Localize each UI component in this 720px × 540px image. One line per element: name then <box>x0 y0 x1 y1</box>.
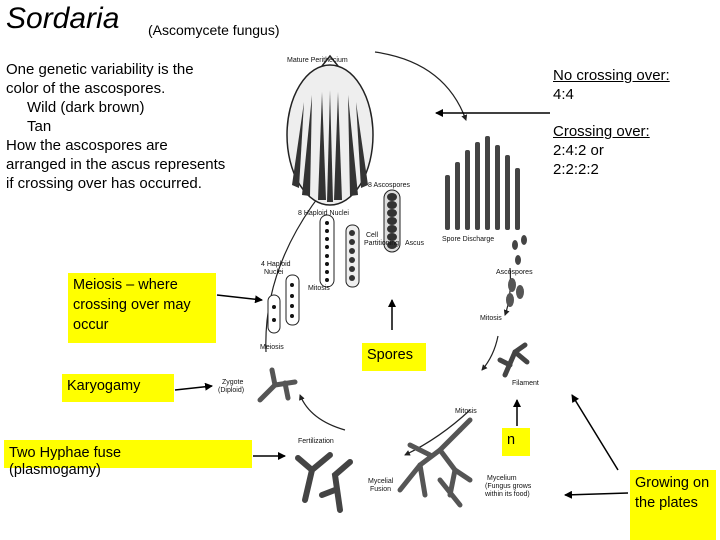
label-diploid: (Diploid) <box>218 387 244 394</box>
ascospores-icon <box>506 278 524 307</box>
no-crossing-annotation: No crossing over: 4:4 <box>553 66 670 104</box>
label-mycelial: Mycelial <box>368 478 394 485</box>
arrow-to-mycelium <box>564 490 629 499</box>
intro-line-tan: Tan <box>27 118 52 135</box>
label-ascus: Ascus <box>405 240 425 247</box>
label-zygote: Zygote <box>222 379 244 386</box>
spore-discharge-icon <box>445 136 527 265</box>
intro-line-wild: Wild (dark brown) <box>27 99 145 116</box>
annotation-arrows <box>174 109 629 499</box>
haploid-n-callout: n <box>502 428 530 456</box>
haploid-4-icon <box>285 274 300 326</box>
intro-line: One genetic variability is the <box>6 61 194 78</box>
ascus-icon <box>383 189 401 253</box>
label-cell: Cell <box>366 232 379 239</box>
hyphae-line-2: (plasmogamy) <box>9 462 101 478</box>
label-fusion: Fusion <box>370 486 391 493</box>
intro-line: arranged in the ascus represents <box>6 156 226 173</box>
intro-text: One genetic variability is the color of … <box>6 60 256 193</box>
label-mycelium: Mycelium <box>487 475 517 482</box>
cell-partitioning-icon <box>345 224 360 288</box>
mycelium-icon <box>397 417 473 508</box>
crossing-title: Crossing over: <box>553 123 650 140</box>
arrow-to-meiosis <box>216 294 263 304</box>
label-8-ascospores: 8 Ascospores <box>368 182 411 189</box>
arrow-to-zygote <box>174 382 213 391</box>
no-crossing-title: No crossing over: <box>553 67 670 84</box>
crossing-annotation: Crossing over: 2:4:2 or 2:2:2:2 <box>553 122 650 179</box>
no-crossing-ratio: 4:4 <box>553 86 574 103</box>
label-ascospores: Ascospores <box>496 269 533 276</box>
page-subtitle: (Ascomycete fungus) <box>148 22 280 38</box>
perithecium-icon <box>286 54 374 206</box>
filament-icon <box>497 342 530 378</box>
label-fungus-grows: (Fungus grows <box>485 483 532 490</box>
intro-line: if crossing over has occurred. <box>6 175 202 192</box>
haploid-8-icon <box>319 214 335 288</box>
label-8-haploid-nuclei: 8 Haploid Nuclei <box>298 210 349 217</box>
fertilization-icon <box>295 452 353 513</box>
page-title: Sordaria <box>6 2 120 35</box>
intro-line: How the ascospores are <box>6 137 168 154</box>
label-partitioning: Partitioning <box>364 240 399 247</box>
label-filament: Filament <box>512 380 539 387</box>
label-mature-perithecium: Mature Perithecium <box>287 57 348 64</box>
arrow-to-filament-from-plates <box>571 394 619 471</box>
hyphae-line-1: Two Hyphae fuse <box>9 445 122 461</box>
label-within-food: within its food) <box>484 491 530 498</box>
crossing-ratio-1: 2:4:2 or <box>553 142 604 159</box>
label-mitosis-bottom: Mitosis <box>455 408 477 415</box>
intro-line: color of the ascospores. <box>6 80 166 97</box>
label-nuclei: Nuclei <box>264 269 284 276</box>
label-mitosis-right: Mitosis <box>480 315 502 322</box>
meiosis-callout: Meiosis – where crossing over may occur <box>68 273 216 343</box>
label-fertilization: Fertilization <box>298 438 334 445</box>
label-spore-discharge: Spore Discharge <box>442 236 494 243</box>
spores-callout: Spores <box>362 343 426 371</box>
label-meiosis: Meiosis <box>260 344 284 351</box>
crossing-ratio-2: 2:2:2:2 <box>553 161 599 178</box>
label-mitosis-top: Mitosis <box>308 285 330 292</box>
meiosis-cell-icon <box>267 294 281 334</box>
karyogamy-callout: Karyogamy <box>62 374 174 402</box>
zygote-icon <box>257 367 298 403</box>
plates-callout: Growing on the plates <box>630 470 716 540</box>
hyphae-fuse-callout: Two Hyphae fuse (plasmogamy) <box>4 440 252 478</box>
label-4-haploid: 4 Haploid <box>261 261 291 268</box>
